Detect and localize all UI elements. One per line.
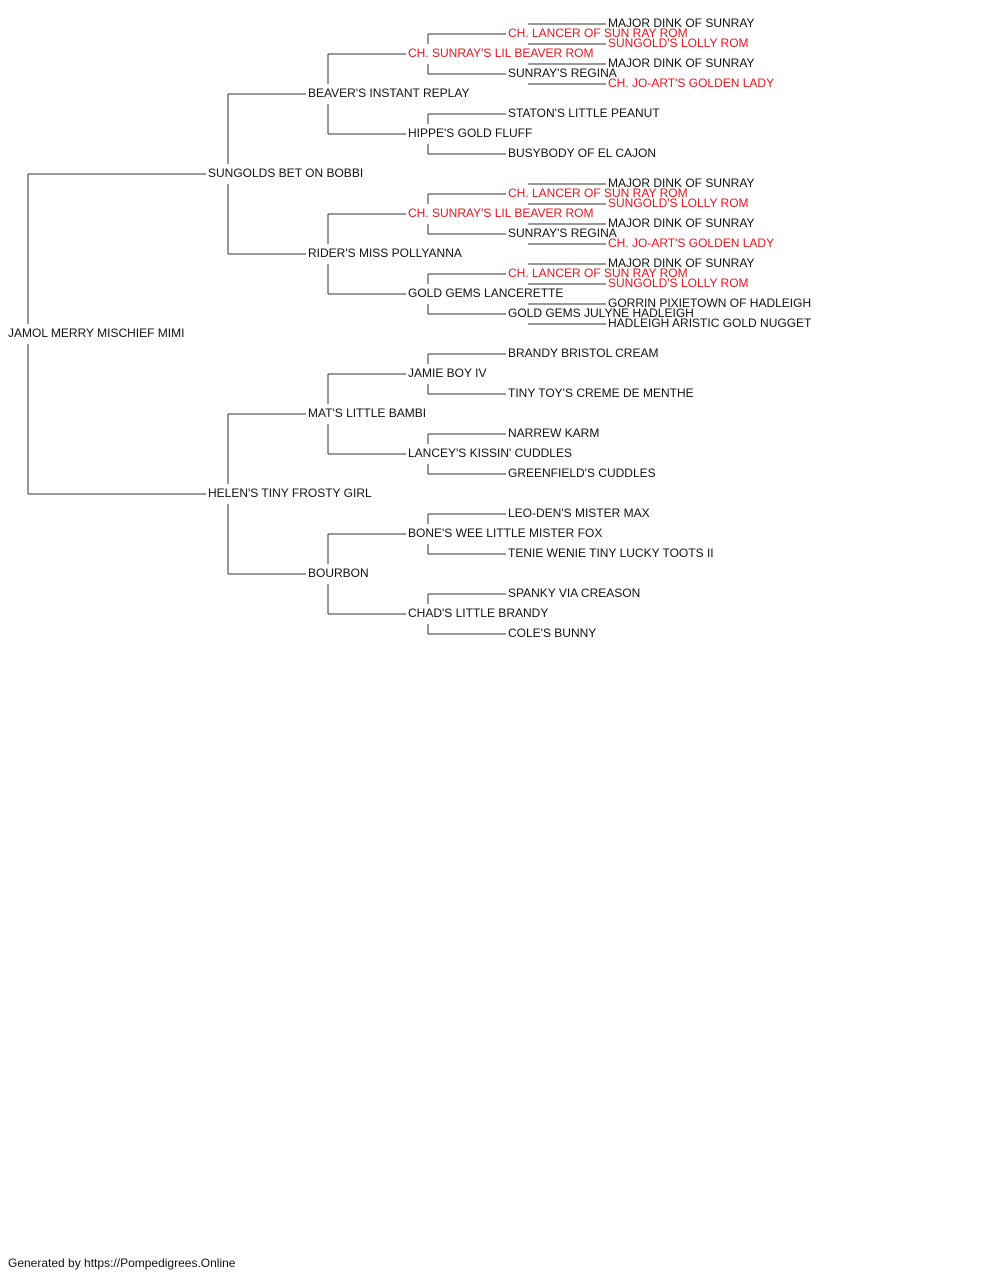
dog-name-ch-lancer-of-sun-ray-rom: CH. LANCER OF SUN RAY ROM (508, 26, 688, 40)
dog-name-gold-gems-lancerette: GOLD GEMS LANCERETTE (408, 286, 563, 300)
dog-name-bone-s-wee-little-mister-fox: BONE'S WEE LITTLE MISTER FOX (408, 526, 602, 540)
dog-name-brandy-bristol-cream: BRANDY BRISTOL CREAM (508, 346, 658, 360)
dog-name-leo-den-s-mister-max: LEO-DEN'S MISTER MAX (508, 506, 650, 520)
dog-name-sunray-s-regina: SUNRAY'S REGINA (508, 66, 617, 80)
dog-name-narrew-karm: NARREW KARM (508, 426, 599, 440)
dog-name-staton-s-little-peanut: STATON'S LITTLE PEANUT (508, 106, 660, 120)
dog-name-mat-s-little-bambi: MAT'S LITTLE BAMBI (308, 406, 426, 420)
dog-name-busybody-of-el-cajon: BUSYBODY OF EL CAJON (508, 146, 656, 160)
dog-name-sungold-s-lolly-rom: SUNGOLD'S LOLLY ROM (608, 36, 749, 50)
dog-name-helen-s-tiny-frosty-girl: HELEN'S TINY FROSTY GIRL (208, 486, 372, 500)
dog-name-sungold-s-lolly-rom: SUNGOLD'S LOLLY ROM (608, 276, 749, 290)
dog-name-major-dink-of-sunray: MAJOR DINK OF SUNRAY (608, 256, 754, 270)
dog-name-greenfield-s-cuddles: GREENFIELD'S CUDDLES (508, 466, 656, 480)
dog-name-lancey-s-kissin-cuddles: LANCEY'S KISSIN' CUDDLES (408, 446, 572, 460)
dog-name-ch-jo-art-s-golden-lady: CH. JO-ART'S GOLDEN LADY (608, 76, 774, 90)
dog-name-cole-s-bunny: COLE'S BUNNY (508, 626, 596, 640)
dog-name-major-dink-of-sunray: MAJOR DINK OF SUNRAY (608, 16, 754, 30)
dog-name-gold-gems-julyne-hadleigh: GOLD GEMS JULYNE HADLEIGH (508, 306, 694, 320)
dog-name-tiny-toy-s-creme-de-menthe: TINY TOY'S CREME DE MENTHE (508, 386, 694, 400)
dog-name-hadleigh-aristic-gold-nugget: HADLEIGH ARISTIC GOLD NUGGET (608, 316, 812, 330)
dog-name-jamol-merry-mischief-mimi: JAMOL MERRY MISCHIEF MIMI (8, 326, 184, 340)
dog-name-ch-lancer-of-sun-ray-rom: CH. LANCER OF SUN RAY ROM (508, 186, 688, 200)
dog-name-sungold-s-lolly-rom: SUNGOLD'S LOLLY ROM (608, 196, 749, 210)
dog-name-bourbon: BOURBON (308, 566, 369, 580)
dog-name-rider-s-miss-pollyanna: RIDER'S MISS POLLYANNA (308, 246, 462, 260)
dog-name-jamie-boy-iv: JAMIE BOY IV (408, 366, 486, 380)
dog-name-ch-sunray-s-lil-beaver-rom: CH. SUNRAY'S LIL BEAVER ROM (408, 46, 593, 60)
dog-name-major-dink-of-sunray: MAJOR DINK OF SUNRAY (608, 216, 754, 230)
dog-name-major-dink-of-sunray: MAJOR DINK OF SUNRAY (608, 176, 754, 190)
dog-name-ch-jo-art-s-golden-lady: CH. JO-ART'S GOLDEN LADY (608, 236, 774, 250)
dog-name-ch-lancer-of-sun-ray-rom: CH. LANCER OF SUN RAY ROM (508, 266, 688, 280)
dog-name-major-dink-of-sunray: MAJOR DINK OF SUNRAY (608, 56, 754, 70)
dog-name-chad-s-little-brandy: CHAD'S LITTLE BRANDY (408, 606, 548, 620)
dog-name-spanky-via-creason: SPANKY VIA CREASON (508, 586, 640, 600)
dog-name-sungolds-bet-on-bobbi: SUNGOLDS BET ON BOBBI (208, 166, 363, 180)
dog-name-sunray-s-regina: SUNRAY'S REGINA (508, 226, 617, 240)
footer-credit: Generated by https://Pompedigrees.Online (8, 1256, 236, 1270)
dog-name-ch-sunray-s-lil-beaver-rom: CH. SUNRAY'S LIL BEAVER ROM (408, 206, 593, 220)
dog-name-tenie-wenie-tiny-lucky-toots-ii: TENIE WENIE TINY LUCKY TOOTS II (508, 546, 714, 560)
dog-name-hippe-s-gold-fluff: HIPPE'S GOLD FLUFF (408, 126, 532, 140)
dog-name-beaver-s-instant-replay: BEAVER'S INSTANT REPLAY (308, 86, 469, 100)
dog-name-gorrin-pixietown-of-hadleigh: GORRIN PIXIETOWN OF HADLEIGH (608, 296, 811, 310)
